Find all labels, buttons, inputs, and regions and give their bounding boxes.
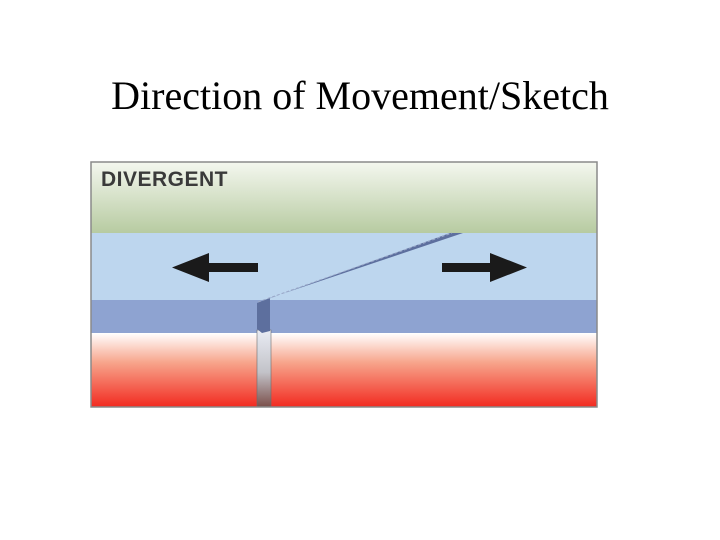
sky-band [91,162,597,233]
diagram-label: DIVERGENT [101,168,228,191]
arrow-right-icon [442,253,527,282]
mantle-layer [91,333,597,407]
diagram-frame [90,161,598,408]
fault-line-highlight [257,232,453,303]
crust-layer [91,300,597,333]
arrow-left-icon [172,253,258,282]
rift-channel [256,329,272,408]
rift-wall [257,298,270,333]
slide-title: Direction of Movement/Sketch [111,73,609,118]
